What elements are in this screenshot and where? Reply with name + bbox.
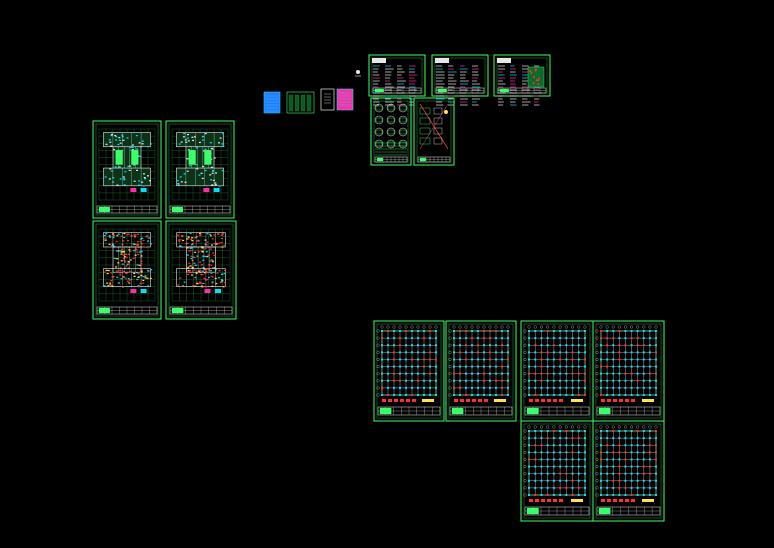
title-block — [524, 406, 590, 416]
title-block — [596, 506, 661, 516]
column-grid-plan — [595, 425, 658, 497]
notes-sheet-1[interactable] — [368, 54, 426, 106]
architectural-plan-4[interactable] — [165, 220, 237, 320]
notes-sheet-2[interactable] — [431, 54, 489, 106]
title-block — [96, 306, 158, 315]
compass-mark — [356, 70, 360, 74]
floor-plan — [98, 128, 156, 201]
notes-sheet-3[interactable] — [493, 54, 551, 106]
floor-plan — [171, 228, 231, 302]
title-block — [169, 306, 233, 315]
title-block — [449, 406, 513, 416]
title-block — [435, 87, 485, 94]
title-block — [596, 406, 661, 416]
cover-sheet-4[interactable] — [336, 88, 354, 111]
cover-sheet-1[interactable] — [263, 91, 281, 114]
detail-sheet-1[interactable] — [370, 97, 412, 166]
structural-plan-6[interactable] — [592, 420, 665, 522]
title-block — [417, 156, 451, 163]
title-block — [96, 205, 158, 214]
structural-plan-1[interactable] — [373, 320, 445, 422]
title-block — [497, 87, 547, 94]
title-block — [377, 406, 441, 416]
structural-plan-4[interactable] — [592, 320, 665, 422]
cover-thumbnails — [263, 70, 361, 114]
structural-plan-5[interactable] — [520, 420, 594, 522]
architectural-plan-1[interactable] — [92, 120, 162, 219]
cover-sheet-3[interactable] — [320, 88, 335, 111]
column-grid-plan — [595, 325, 658, 397]
title-block — [374, 156, 408, 163]
title-block — [524, 506, 590, 516]
detail-sheet-2[interactable] — [413, 97, 455, 166]
column-grid-plan — [448, 325, 510, 397]
column-grid-plan — [523, 425, 587, 497]
architectural-plan-2[interactable] — [165, 120, 235, 219]
title-block — [169, 205, 231, 214]
structural-plan-2[interactable] — [445, 320, 517, 422]
cover-sheet-2[interactable] — [286, 91, 315, 114]
column-grid-plan — [523, 325, 587, 397]
architectural-plan-3[interactable] — [92, 220, 162, 320]
column-grid-plan — [376, 325, 438, 397]
title-block — [372, 87, 422, 94]
floor-plan — [171, 128, 229, 201]
